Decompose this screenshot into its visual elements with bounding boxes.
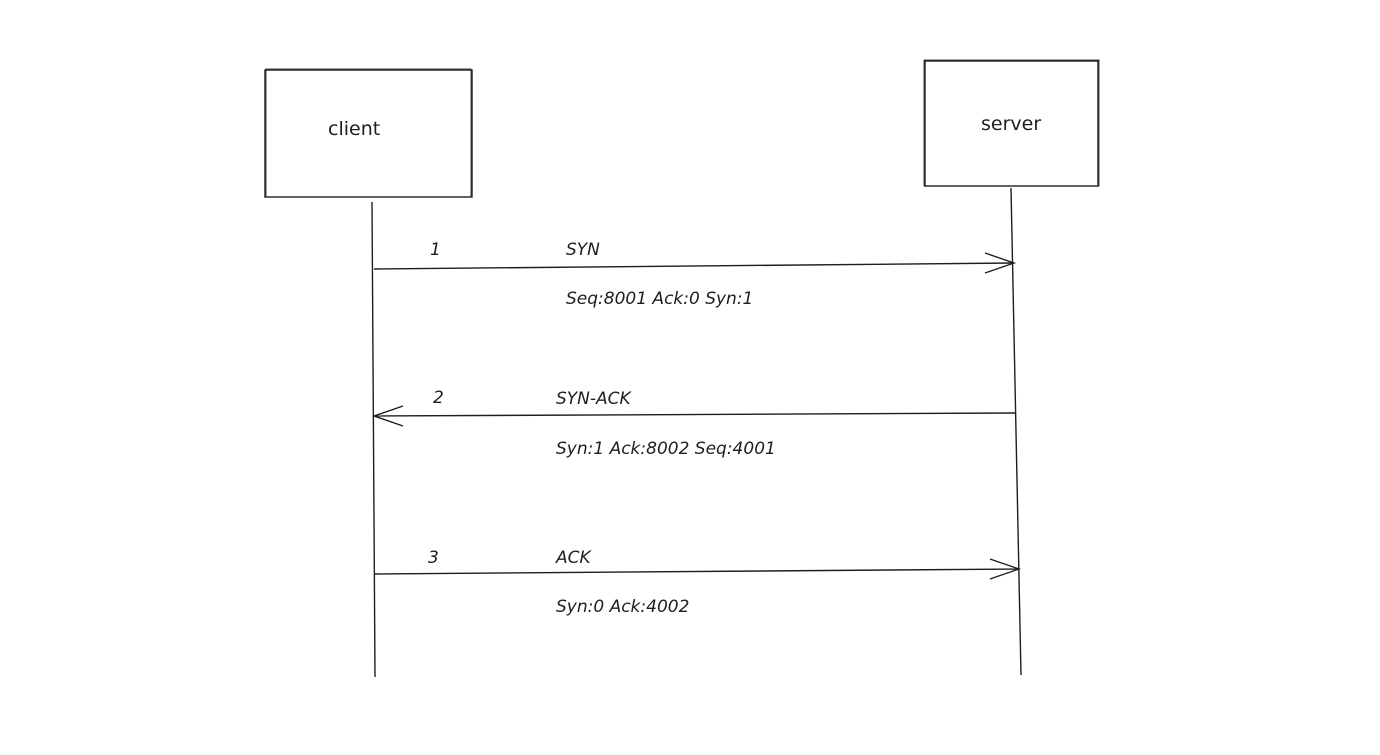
message-label: SYN-ACK <box>556 389 631 409</box>
message-number: 2 <box>433 388 444 408</box>
message-arrow-3 <box>374 558 1022 580</box>
message-label: ACK <box>556 548 591 568</box>
server-label: server <box>981 113 1042 135</box>
message-number: 3 <box>428 548 439 568</box>
message-detail: Syn:1 Ack:8002 Seq:4001 <box>556 439 776 459</box>
message-number: 1 <box>430 240 441 260</box>
client-lifeline <box>371 201 376 678</box>
message-detail: Syn:0 Ack:4002 <box>556 597 690 617</box>
message-label: SYN <box>566 240 600 260</box>
message-arrow-2 <box>371 405 1017 427</box>
server-lifeline <box>1010 187 1022 676</box>
client-label: client <box>328 118 381 140</box>
message-detail: Seq:8001 Ack:0 Syn:1 <box>566 289 754 309</box>
message-arrow-1 <box>373 252 1017 274</box>
